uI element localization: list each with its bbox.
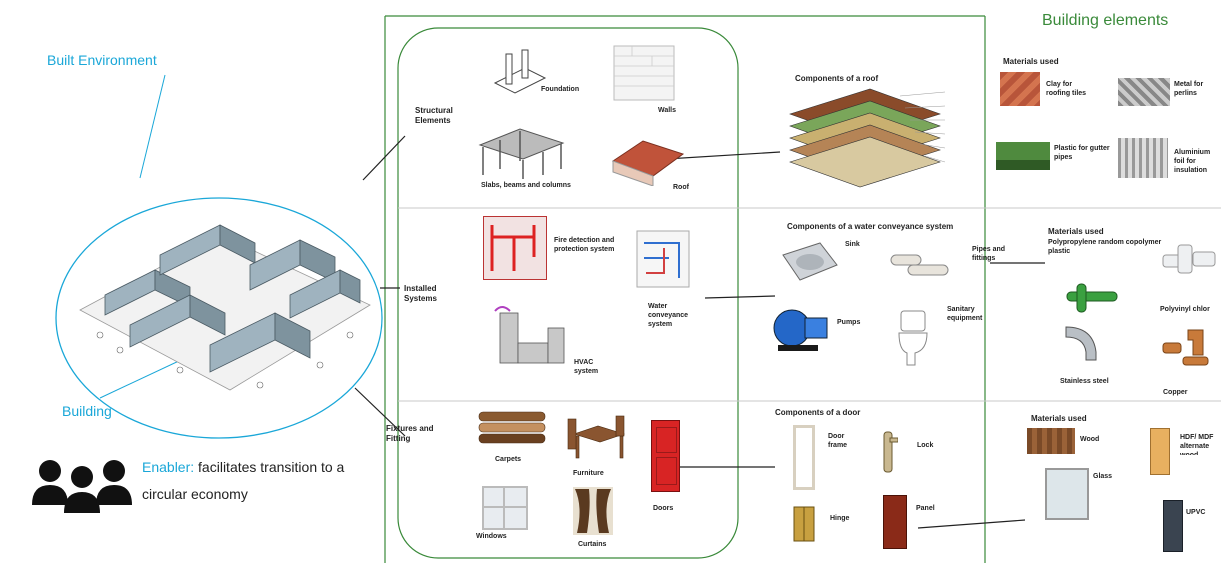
aluminium-material-label: Aluminium foil for insulation: [1174, 149, 1211, 174]
slabs-label: Slabs, beams and columns: [481, 182, 571, 189]
foundation-icon: [493, 49, 547, 94]
pump-icon: [773, 309, 828, 351]
building-label: Building: [62, 403, 112, 419]
sanitary-label: Sanitary equipment: [947, 306, 983, 322]
carpets-label: Carpets: [495, 456, 522, 463]
door-frame-label: Door frame: [828, 433, 848, 449]
hinge-label: Hinge: [830, 515, 850, 522]
roof-label: Roof: [673, 184, 689, 191]
installed-systems-label: Installed Systems: [404, 284, 437, 303]
clay-material-label: Clay for roofing tiles: [1046, 81, 1087, 97]
roof-layers-diagram: [789, 88, 946, 188]
water-system-label: Water conveyance system: [648, 303, 689, 328]
copper-fittings-icon: [1162, 329, 1209, 366]
structural-elements-label: Structural Elements: [415, 106, 453, 125]
aluminium-foil-icon: [1118, 138, 1168, 178]
panel-label: Panel: [916, 505, 935, 512]
sink-label: Sink: [845, 241, 860, 248]
window-icon: [482, 486, 528, 530]
walls-label: Walls: [658, 107, 677, 114]
wood-label: Wood: [1080, 436, 1100, 443]
door-components-title: Components of a door: [775, 408, 861, 417]
pumps-label: Pumps: [837, 319, 861, 326]
hinge-icon: [793, 506, 815, 542]
installed-materials-title: Materials used: [1048, 227, 1104, 236]
gutter-pipe-icon: [996, 142, 1050, 170]
slab-frame-icon: [478, 128, 565, 179]
upvc-label: UPVC: [1186, 509, 1206, 516]
polypropylene-label: Polypropylene random copolymer plastic: [1048, 239, 1162, 255]
fixtures-label: Fixtures and Fitting: [386, 424, 434, 443]
fire-system-label: Fire detection and protection system: [554, 237, 615, 253]
plastic-material-label: Plastic for gutter pipes: [1054, 145, 1110, 161]
hvac-icon: [494, 306, 565, 364]
people-icon: [32, 460, 132, 513]
furniture-icon: [567, 415, 625, 459]
door-frame-icon: [793, 425, 815, 490]
sink-icon: [782, 242, 838, 281]
glass-icon: [1045, 468, 1089, 520]
foundation-label: Foundation: [541, 86, 580, 93]
roof-house-icon: [611, 140, 685, 186]
metal-purlins-icon: [1118, 78, 1170, 106]
stainless-fittings-icon: [1065, 326, 1097, 361]
building-elements-title: Building elements: [1042, 12, 1169, 29]
enabler-text: Enabler: facilitates transition to a cir…: [142, 454, 352, 508]
door-icon: [651, 420, 680, 492]
toilet-icon: [898, 310, 928, 366]
fire-system-icon: [483, 216, 547, 280]
furniture-label: Furniture: [573, 470, 604, 477]
lock-label: Lock: [917, 442, 934, 449]
enabler-prefix: Enabler:: [142, 459, 195, 475]
structural-materials-title: Materials used: [1003, 57, 1059, 66]
enabler-description: facilitates transition to a circular eco…: [142, 459, 345, 502]
water-system-icon: [636, 230, 690, 288]
pipes-icon: [890, 254, 949, 276]
glass-label: Glass: [1093, 473, 1113, 480]
hdf-label: HDF/ MDF alternate wood: [1180, 434, 1214, 455]
windows-label: Windows: [476, 533, 507, 540]
wood-icon: [1027, 428, 1075, 454]
lock-icon: [883, 431, 898, 473]
roof-components-title: Components of a roof: [795, 74, 879, 83]
hvac-label: HVAC system: [574, 359, 599, 375]
stainless-label: Stainless steel: [1060, 378, 1109, 385]
carpet-rolls-icon: [478, 411, 546, 444]
pipes-label: Pipes and fittings: [972, 246, 1006, 262]
metal-material-label: Metal for perlins: [1174, 81, 1204, 97]
fixtures-materials-title: Materials used: [1031, 414, 1087, 423]
ppr-fittings-icon: [1066, 283, 1118, 313]
doors-label: Doors: [653, 505, 674, 512]
built-environment-label: Built Environment: [47, 52, 157, 68]
clay-tiles-icon: [1000, 72, 1040, 106]
door-panel-icon: [883, 495, 907, 549]
wall-icon: [613, 45, 675, 101]
upvc-door-icon: [1163, 500, 1183, 552]
pvc-fittings-icon: [1162, 244, 1216, 274]
curtains-label: Curtains: [578, 541, 607, 548]
copper-label: Copper: [1163, 389, 1188, 396]
pvc-label: Polyvinyl chlor: [1160, 306, 1210, 313]
city-illustration: [79, 224, 371, 391]
hdf-door-icon: [1150, 428, 1170, 475]
water-components-title: Components of a water conveyance system: [787, 222, 954, 231]
curtains-icon: [573, 487, 613, 535]
